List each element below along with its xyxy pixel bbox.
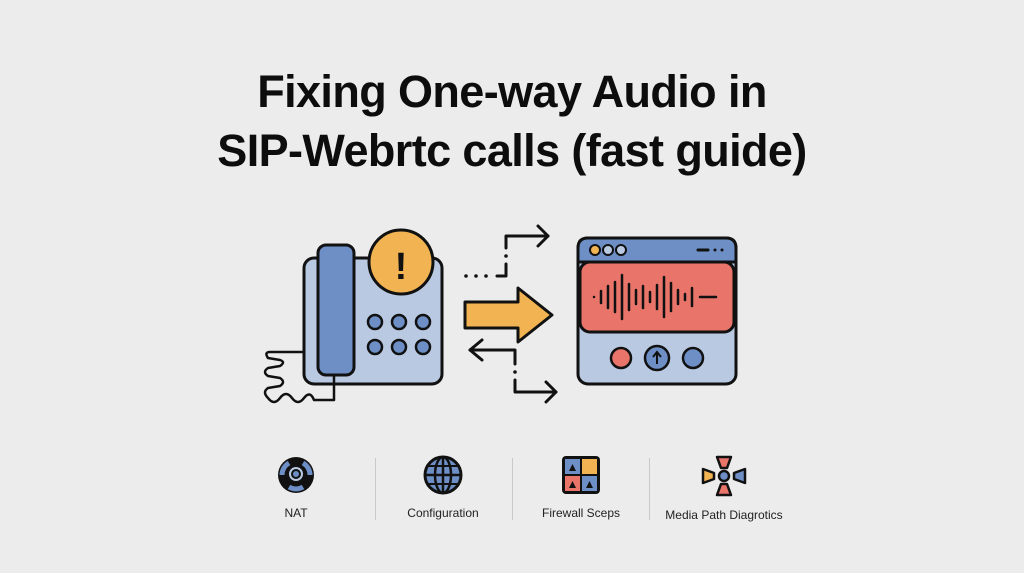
title-line-1: Fixing One-way Audio in bbox=[257, 66, 767, 117]
media-path-icon bbox=[701, 455, 747, 497]
globe-grid-icon bbox=[423, 455, 463, 495]
category-label: Media Path Diagrotics bbox=[665, 508, 783, 522]
category-label: Configuration bbox=[407, 506, 479, 520]
desk-phone-warning-icon bbox=[263, 228, 444, 404]
category-label: NAT bbox=[284, 506, 308, 520]
divider bbox=[375, 458, 376, 520]
nat-radar-icon bbox=[278, 457, 314, 493]
category-firewall-steps: Firewall Sceps bbox=[535, 455, 627, 520]
webrtc-audio-window-icon bbox=[576, 236, 738, 386]
category-media-path: Media Path Diagrotics bbox=[664, 455, 784, 522]
page-title: Fixing One-way Audio in SIP-Webrtc calls… bbox=[0, 62, 1024, 180]
title-line-2: SIP-Webrtc calls (fast guide) bbox=[217, 125, 807, 176]
warning-glyph: ! bbox=[395, 246, 408, 288]
signal-flow-arrows-icon bbox=[463, 224, 558, 404]
category-label: Firewall Sceps bbox=[541, 506, 621, 520]
category-configuration: Configuration bbox=[403, 455, 483, 520]
divider bbox=[649, 458, 650, 520]
divider bbox=[512, 458, 513, 520]
firewall-grid-icon bbox=[562, 456, 600, 494]
category-nat: NAT bbox=[266, 455, 326, 520]
